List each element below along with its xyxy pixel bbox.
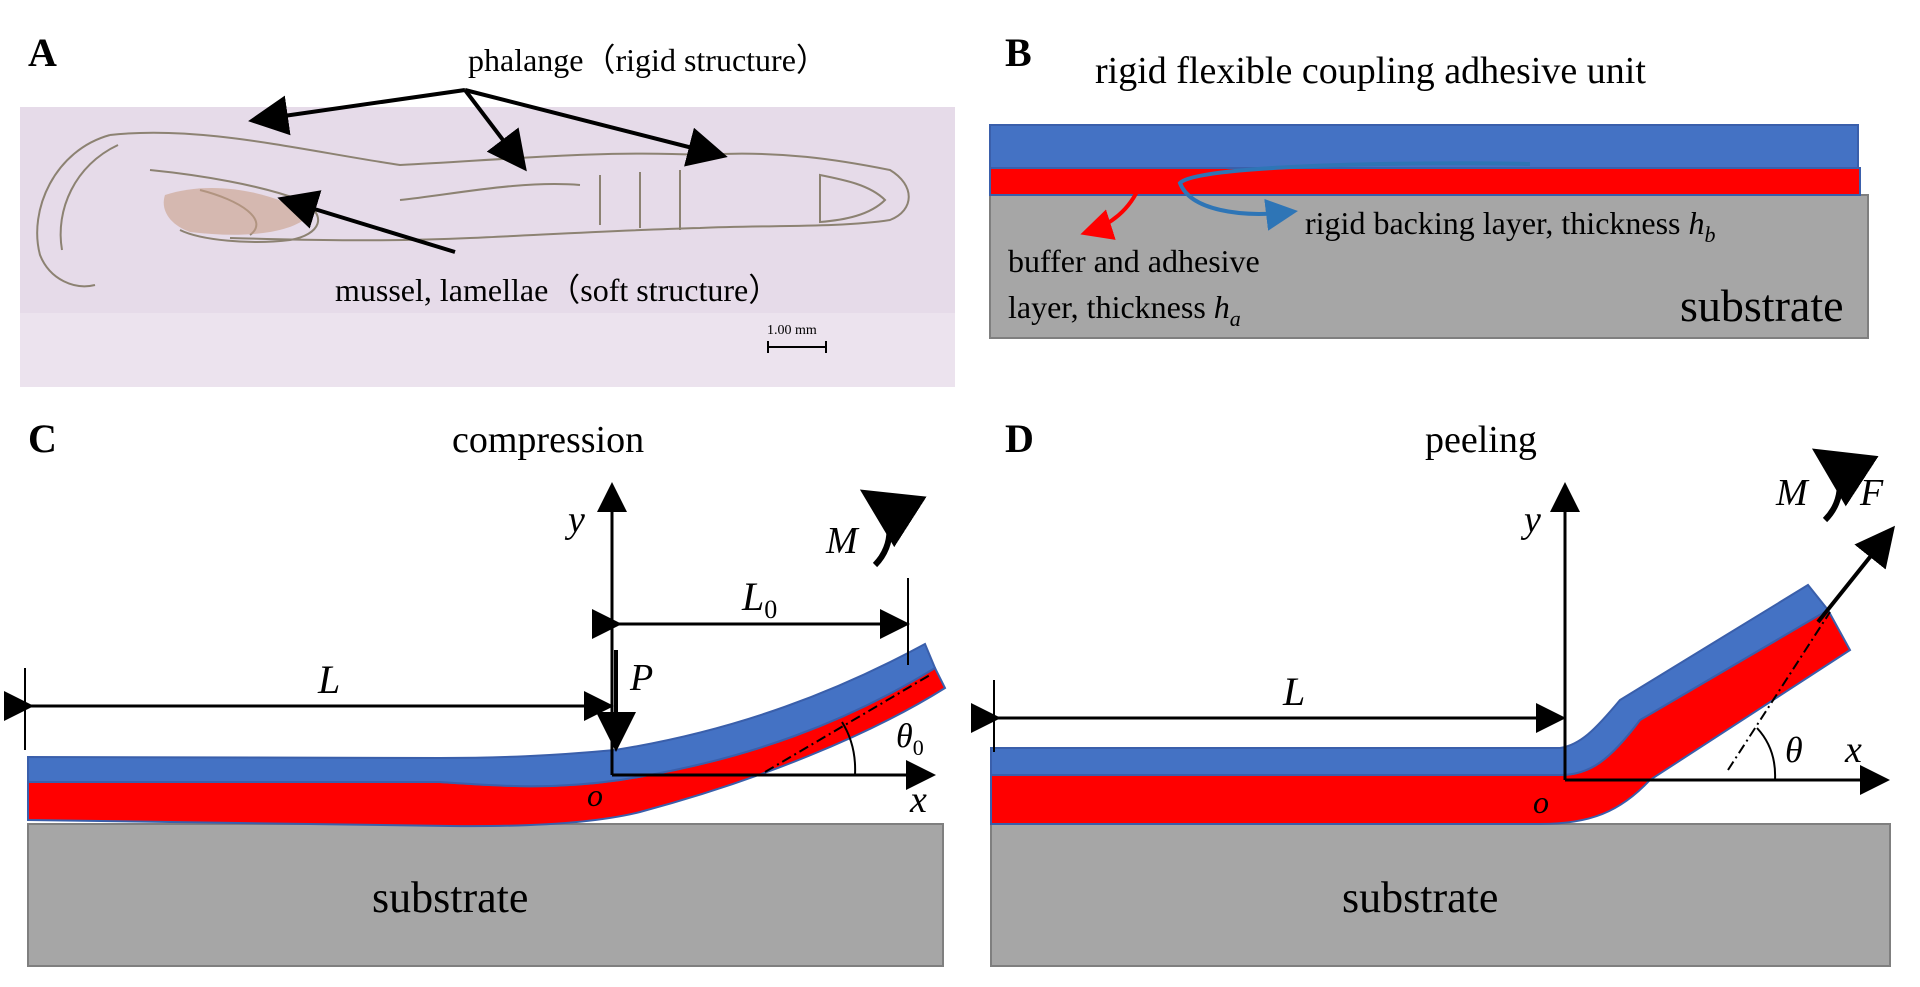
- panel-c-backing-layer: [27, 642, 937, 788]
- panel-d-title: peeling: [1425, 419, 1537, 461]
- phalange-arrow-2: [463, 88, 527, 172]
- specimen-drawing: [36, 131, 910, 288]
- panel-d: D peeling substrate y x o L F M θ: [971, 416, 1895, 967]
- buffer-label-line2: layer, thickness ha: [1008, 289, 1241, 331]
- substrate-block: [989, 194, 1869, 339]
- panel-c-x-label: x: [909, 779, 927, 821]
- panel-d-backing-layer: [990, 583, 1830, 776]
- mussel-arrow: [277, 190, 456, 254]
- panel-d-centerline: [1727, 611, 1831, 771]
- panel-d-theta-label: θ: [1785, 730, 1803, 770]
- buffer-label-line1: buffer and adhesive: [1008, 243, 1260, 279]
- panel-b-letter: B: [1005, 30, 1032, 75]
- panel-c-y-label: y: [564, 499, 585, 541]
- panel-d-L-label: L: [1282, 669, 1305, 714]
- backing-layer: [989, 124, 1859, 169]
- panel-c-M-label: M: [825, 520, 860, 562]
- panel-c-substrate-label: substrate: [372, 873, 528, 922]
- phalange-label: phalange（rigid structure）: [468, 42, 828, 78]
- panel-a: A phalange（rigid structure） mussel, lame…: [20, 30, 955, 387]
- panel-d-y-label: y: [1520, 499, 1541, 541]
- scale-bar-text: 1.00 mm: [767, 323, 817, 338]
- panel-c-moment-arrow: [859, 489, 927, 568]
- panel-b-title: rigid flexible coupling adhesive unit: [1095, 50, 1646, 92]
- panel-c-theta-label: θ0: [896, 718, 924, 760]
- panel-c-centerline: [764, 674, 931, 773]
- panel-c-substrate: [27, 823, 944, 967]
- panel-d-substrate: [990, 823, 1891, 967]
- buffer-pointer: [1080, 184, 1142, 240]
- panel-b-substrate-label: substrate: [1680, 280, 1844, 331]
- mussel-label: mussel, lamellae（soft structure）: [335, 272, 780, 308]
- panel-c-title: compression: [452, 419, 644, 461]
- panel-c: C compression substrate y x o L L0 P M θ…: [4, 416, 947, 967]
- phalange-arrow-1: [248, 88, 466, 136]
- panel-a-letter: A: [28, 30, 57, 75]
- phalange-arrow-3: [464, 88, 728, 167]
- panel-d-letter: D: [1005, 416, 1034, 461]
- panel-c-L-label: L: [317, 657, 340, 702]
- panel-c-L0-label: L0: [741, 574, 777, 624]
- panel-d-x-label: x: [1844, 729, 1862, 771]
- micrograph-lower-strip: [20, 313, 955, 387]
- panel-d-F-label: F: [1859, 472, 1884, 514]
- panel-d-angle-arc: [1756, 727, 1777, 781]
- panel-c-letter: C: [28, 416, 57, 461]
- mussel-tissue: [163, 187, 310, 235]
- panel-d-force-F-arrow: [1816, 525, 1895, 624]
- panel-b: B rigid flexible coupling adhesive unit …: [989, 30, 1869, 339]
- panel-c-P-label: P: [629, 657, 653, 699]
- panel-c-origin-label: o: [587, 777, 603, 813]
- panel-c-angle-arc: [841, 721, 857, 776]
- panel-d-origin-label: o: [1533, 784, 1549, 820]
- panel-d-moment-arrow: [1811, 448, 1879, 523]
- panel-d-substrate-label: substrate: [1342, 873, 1498, 922]
- adhesive-layer: [989, 167, 1861, 196]
- backing-label: rigid backing layer, thickness hb: [1305, 205, 1716, 247]
- panel-d-M-label: M: [1775, 472, 1810, 514]
- backing-pointer: [1177, 161, 1531, 231]
